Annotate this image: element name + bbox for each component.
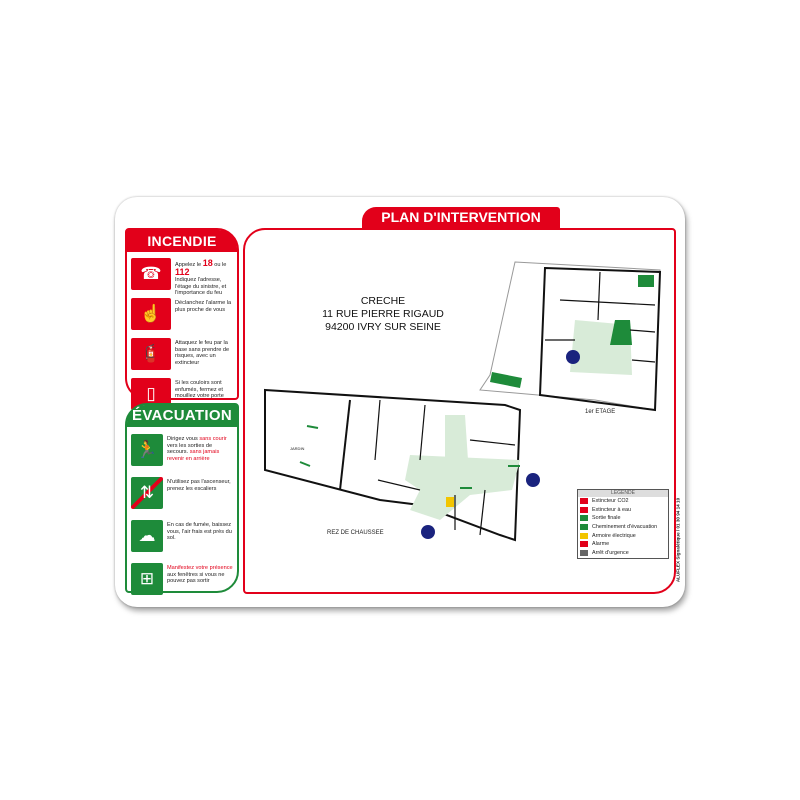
legend-symbol-icon [580, 549, 588, 556]
emergency-number: 112 [175, 266, 190, 277]
legend-label: Cheminement d'évacuation [592, 524, 658, 531]
emergency-number: 18 [202, 258, 213, 268]
exit-running-icon: 🏃 [131, 434, 163, 466]
text: Déclanchez l'alarme la plus proche de vo… [175, 300, 232, 313]
text: aux fenêtres si vous ne pouvez pas sorti… [167, 571, 225, 585]
legend-item: Armoire électrique [578, 531, 668, 540]
text: Attaquez le feu par la base sans prendre… [175, 340, 230, 366]
incendie-item: 🧯Attaquez le feu par la base sans prendr… [131, 338, 233, 372]
legend-symbol-icon [580, 515, 588, 522]
address-line: 11 RUE PIERRE RIGAUD [322, 308, 444, 320]
legend-item: Alarme [578, 540, 668, 549]
evacuation-item: ⊞ Manifestez votre présence aux fenêtres … [131, 563, 233, 599]
text: Dirigez vous [167, 436, 200, 442]
extinguisher-icon: 🧯 [131, 338, 171, 370]
text: En cas de fumée, baissez vous, l'air fra… [167, 522, 232, 542]
text: Manifestez votre présence [167, 565, 233, 571]
alarm-button-icon: ☝ [131, 298, 171, 330]
text: ou le [212, 262, 227, 268]
legend-label: Sortie finale [592, 515, 621, 522]
window-signal-icon: ⊞ [131, 563, 163, 595]
first-floor-label: 1er ETAGE [585, 409, 616, 415]
text: Si les couloirs sont enfumés, fermez et … [175, 380, 224, 400]
text: Appelez le [175, 262, 203, 268]
legend-item: Sortie finale [578, 514, 668, 523]
legend-heading: LEGENDE [578, 490, 668, 497]
text: Indiquez l'adresse, l'étage du sinistre,… [175, 277, 227, 297]
evacuation-item: ☁En cas de fumée, baissez vous, l'air fr… [131, 520, 233, 556]
legend-symbol-icon [580, 524, 588, 531]
plan-area [243, 228, 676, 594]
ground-floor-plan [264, 388, 540, 542]
text: N'utilisez pas l'ascenseur, prenez les e… [167, 479, 231, 492]
address-line: CRECHE [360, 295, 406, 307]
evacuation-panel: ÉVACUATION 🏃 Dirigez vous sans courir ve… [125, 403, 239, 595]
legend-symbol-icon [580, 498, 588, 505]
no-elevator-icon: ⇅ [131, 477, 163, 509]
first-floor-plan [479, 261, 662, 412]
legend-label: Armoire électrique [592, 532, 636, 539]
incendie-heading: INCENDIE [127, 230, 237, 252]
legend-label: Alarme [592, 541, 610, 548]
text: sans jamais revenir en arrière [167, 449, 220, 462]
legend-symbol-icon [580, 506, 588, 513]
evacuation-heading: ÉVACUATION [127, 405, 237, 427]
text: sans courir [199, 436, 227, 442]
phone-fire-icon: ☎ [131, 258, 171, 290]
legend-item: Cheminement d'évacuation [578, 523, 668, 532]
legend-label: Arrêt d'urgence [592, 549, 629, 556]
incendie-item: ☝ Déclanchez l'alarme la plus proche de v… [131, 298, 233, 332]
text: vers les sorties de secours. [167, 442, 213, 456]
address: CRECHE 11 RUE PIERRE RIGAUD 94200 IVRY S… [318, 295, 448, 334]
manufacturer-credit: ALUFLEX Signalétique / 01 30 94 14 10 [675, 497, 681, 583]
legend-item: Extincteur CO2 [578, 497, 668, 506]
legend-item: Arrêt d'urgence [578, 549, 668, 558]
address-line: 94200 IVRY SUR SEINE [325, 321, 441, 333]
evacuation-item: ⇅ N'utilisez pas l'ascenseur, prenez les … [131, 477, 233, 513]
legend-symbol-icon [580, 532, 588, 539]
legend-symbol-icon [580, 541, 588, 548]
smoke-crawl-icon: ☁ [131, 520, 163, 552]
ground-floor-label: REZ DE CHAUSSEE [327, 530, 384, 536]
legend-item: Extincteur à eau [578, 506, 668, 515]
garden-label: JARDIN [290, 446, 305, 451]
legend-label: Extincteur à eau [592, 506, 631, 513]
plan-title: PLAN D'INTERVENTION [362, 207, 560, 228]
evacuation-item: 🏃 Dirigez vous sans courir vers les sort… [131, 434, 233, 470]
legend-label: Extincteur CO2 [592, 498, 629, 505]
